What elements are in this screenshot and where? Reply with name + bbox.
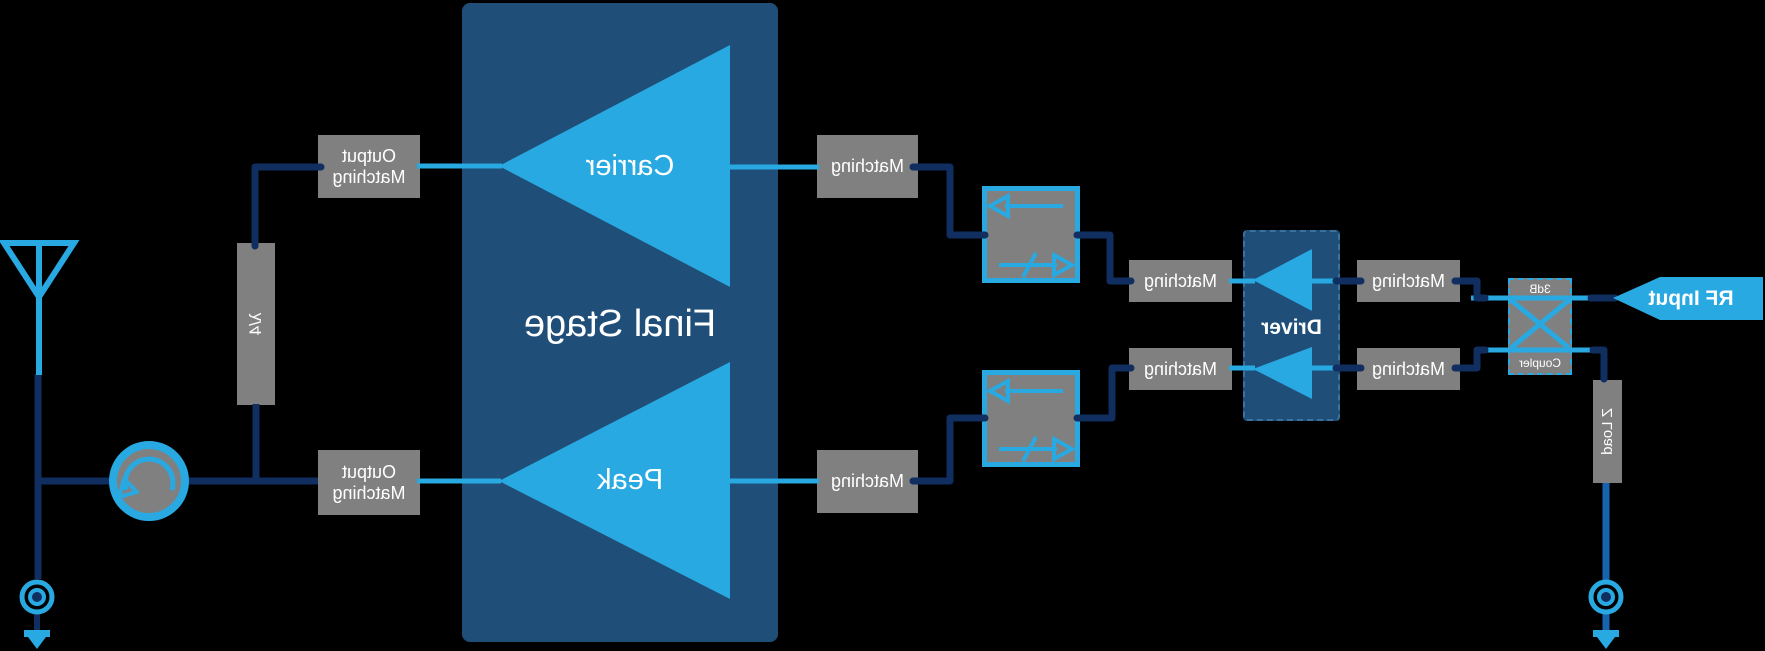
matching-block-driver-out-bottom: Matching <box>1129 348 1232 390</box>
output-matching-block-peak: Output Matching <box>318 450 420 515</box>
matching-block-carrier-input: Matching <box>817 135 918 198</box>
matching-label: Matching <box>1143 270 1218 291</box>
peak-label: Peak <box>596 464 664 496</box>
matching-label: Matching <box>830 156 905 177</box>
phase-shifter-block-top <box>982 186 1080 283</box>
output-matching-label: Output Matching <box>332 145 406 187</box>
output-matching-label: Output Matching <box>332 461 406 503</box>
phase-shifter-block-bottom <box>982 370 1080 467</box>
quarter-wave-label: λ/4 <box>246 312 265 336</box>
ground-terminal-icon-antenna <box>19 579 55 649</box>
matching-label: Matching <box>1143 358 1218 379</box>
rf-input-label: RF Input <box>1648 287 1734 310</box>
matching-block-driver-in-top: Matching <box>1357 260 1460 302</box>
coupler-block: 3dB Coupler <box>1508 278 1572 375</box>
matching-block-driver-out-top: Matching <box>1129 260 1232 302</box>
circulator-icon <box>109 441 189 521</box>
ground-terminal-icon-zload <box>1588 579 1624 649</box>
matching-label: Matching <box>1371 270 1446 291</box>
quarter-wave-label-wrap: λ/4 <box>237 243 275 405</box>
coupler-3db-label: 3dB <box>1529 282 1551 296</box>
antenna-icon <box>0 240 80 375</box>
matching-label: Matching <box>830 471 905 492</box>
matching-block-peak-input: Matching <box>817 450 918 513</box>
matching-label: Matching <box>1371 358 1446 379</box>
final-stage-label: Final Stage <box>523 303 717 345</box>
carrier-label: Carrier <box>585 150 675 182</box>
z-load-label: Z Load <box>1599 408 1616 455</box>
matching-block-driver-in-bottom: Matching <box>1357 348 1460 390</box>
driver-label: Driver <box>1261 316 1322 339</box>
z-load-label-wrap: Z Load <box>1593 380 1622 483</box>
output-matching-block-carrier: Output Matching <box>318 135 420 198</box>
coupler-label: Coupler <box>1518 356 1562 370</box>
